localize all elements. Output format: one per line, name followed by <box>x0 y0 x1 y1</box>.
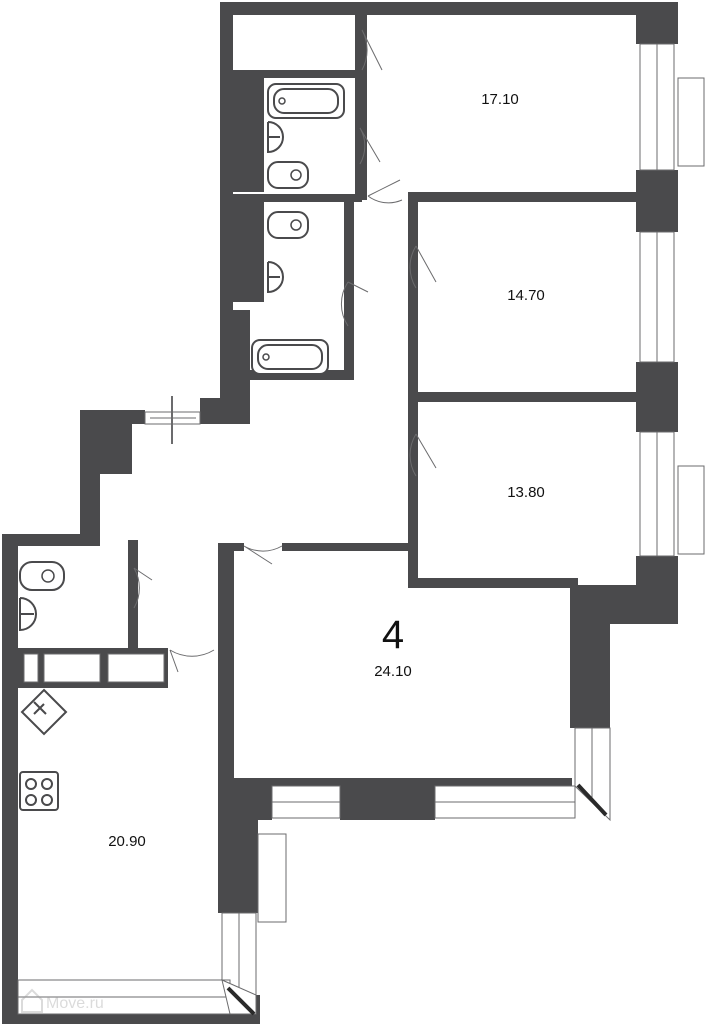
walls <box>2 2 678 1024</box>
fixtures <box>19 83 345 811</box>
room-labels: 17.10 14.70 13.80 4 24.10 20.90 <box>108 91 545 850</box>
windows <box>17 43 705 1016</box>
room-area-bedroom-top: 17.10 <box>481 91 519 108</box>
room-area-bedroom-lower: 13.80 <box>507 484 545 501</box>
room-area-living: 24.10 <box>374 663 412 680</box>
room-count: 4 <box>382 613 404 657</box>
doors <box>133 29 437 673</box>
watermark: Move.ru <box>21 988 104 1013</box>
room-area-bedroom-middle: 14.70 <box>507 287 545 304</box>
watermark-text: Move.ru <box>46 995 104 1012</box>
home-logo-icon <box>21 988 43 1013</box>
room-area-kitchen: 20.90 <box>108 833 146 850</box>
